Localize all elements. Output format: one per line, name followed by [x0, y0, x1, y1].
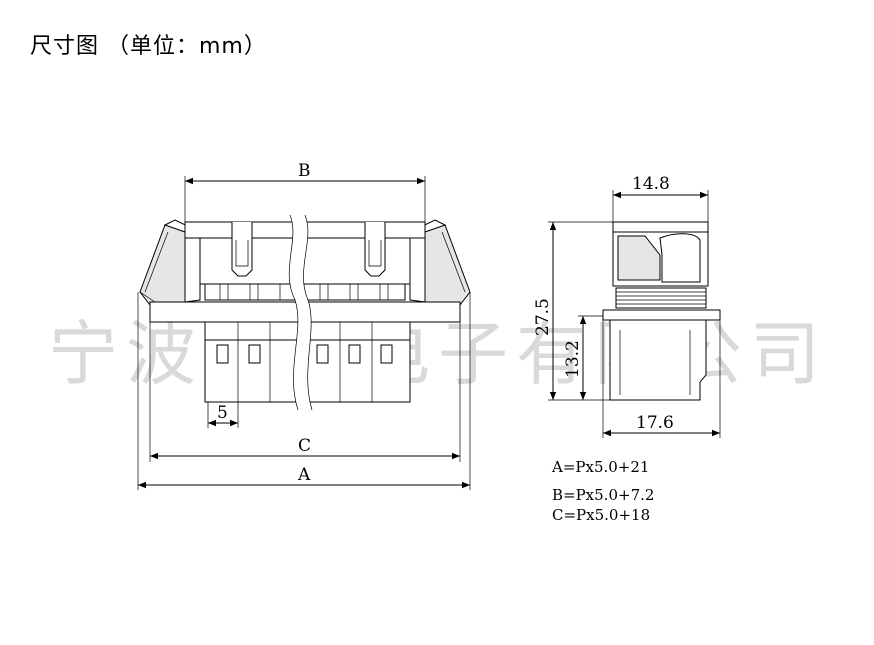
dim-height-total: 27.5: [533, 221, 613, 401]
watermark-text: 宁波速普电子有限公司: [48, 313, 828, 395]
dim-C-label: C: [298, 436, 311, 456]
dim-pitch-label: 5: [217, 403, 228, 423]
formula-B: B=Px5.0+7.2: [552, 486, 654, 504]
page-title: 尺寸图 （单位：mm）: [30, 34, 267, 59]
dim-width-top: 14.8: [612, 174, 709, 222]
dim-B-label: B: [298, 161, 311, 181]
dim-width-top-label: 14.8: [632, 174, 670, 194]
dim-C: C: [149, 322, 461, 462]
dim-width-bottom: 17.6: [602, 320, 721, 438]
dim-A-label: A: [297, 465, 311, 485]
dim-height-lower: 13.2: [563, 315, 603, 400]
dim-width-bottom-label: 17.6: [636, 413, 674, 433]
dim-pitch: 5: [207, 402, 239, 428]
dim-A: A: [137, 292, 471, 490]
formula-C: C=Px5.0+18: [552, 506, 650, 524]
dim-B: B: [184, 161, 426, 222]
formula-list: A=Px5.0+21 B=Px5.0+7.2 C=Px5.0+18: [551, 458, 654, 524]
side-view: [602, 221, 721, 401]
dim-height-total-label: 27.5: [533, 298, 553, 336]
formula-A: A=Px5.0+21: [551, 458, 649, 476]
dim-height-lower-label: 13.2: [563, 340, 583, 378]
front-view: [139, 214, 471, 411]
